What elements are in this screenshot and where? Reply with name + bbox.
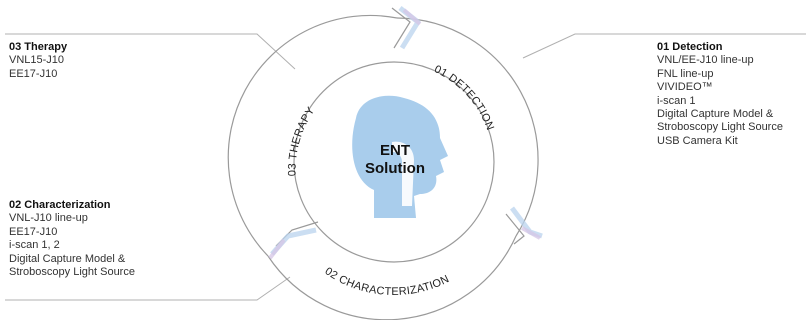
panel-therapy: 03 Therapy VNL15-J10 EE17-J10 (9, 41, 67, 81)
panel-detection-list: VNL/EE-J10 line-up FNL line-up VIVIDEO™ … (657, 54, 783, 148)
chevron-arrow-left-icon (268, 221, 319, 260)
list-item: VIVIDEO™ (657, 81, 713, 94)
list-item: Digital Capture Model & (657, 108, 774, 121)
ring-label-detection: 01 DETECTION (432, 63, 496, 132)
panel-therapy-list: VNL15-J10 EE17-J10 (9, 54, 67, 81)
ring-label-therapy: 03 THERAPY (287, 105, 318, 177)
chevron-arrow-right-icon (505, 206, 543, 245)
list-item: FNL line-up (657, 67, 714, 80)
center-label-line2: Solution (365, 160, 425, 177)
list-item: VNL-J10 line-up (9, 212, 88, 225)
ring-label-characterization: 02 CHARACTERIZATION (323, 265, 452, 298)
head-profile-icon (352, 95, 448, 218)
list-item: Stroboscopy Light Source (657, 121, 783, 134)
list-item: Digital Capture Model & (9, 252, 126, 265)
panel-characterization-list: VNL-J10 line-up EE17-J10 i-scan 1, 2 Dig… (9, 212, 135, 279)
panel-detection: 01 Detection VNL/EE-J10 line-up FNL line… (657, 41, 783, 148)
panel-characterization: 02 Characterization VNL-J10 line-up EE17… (9, 199, 135, 279)
list-item: i-scan 1 (657, 94, 696, 107)
ring-segment-characterization (267, 235, 517, 320)
connector-line-characterization (5, 276, 291, 301)
list-item: EE17-J10 (9, 67, 58, 80)
connector-line-detection (522, 33, 806, 59)
center-label: ENT Solution (350, 142, 440, 178)
list-item: VNL15-J10 (9, 54, 65, 67)
chevron-arrow-top-icon (391, 6, 422, 50)
inner-ring (293, 61, 495, 263)
ring-segment-therapy (227, 14, 398, 257)
connector-line-therapy (5, 33, 296, 70)
list-item: Stroboscopy Light Source (9, 266, 135, 279)
list-item: VNL/EE-J10 line-up (657, 54, 754, 67)
center-label-line1: ENT (380, 142, 410, 159)
panel-therapy-title: 03 Therapy (9, 41, 68, 53)
list-item: USB Camera Kit (657, 134, 738, 147)
list-item: i-scan 1, 2 (9, 239, 60, 252)
panel-characterization-title: 02 Characterization (9, 199, 111, 211)
list-item: EE17-J10 (9, 225, 58, 238)
panel-detection-title: 01 Detection (657, 41, 723, 53)
ring-segment-detection (396, 17, 539, 237)
